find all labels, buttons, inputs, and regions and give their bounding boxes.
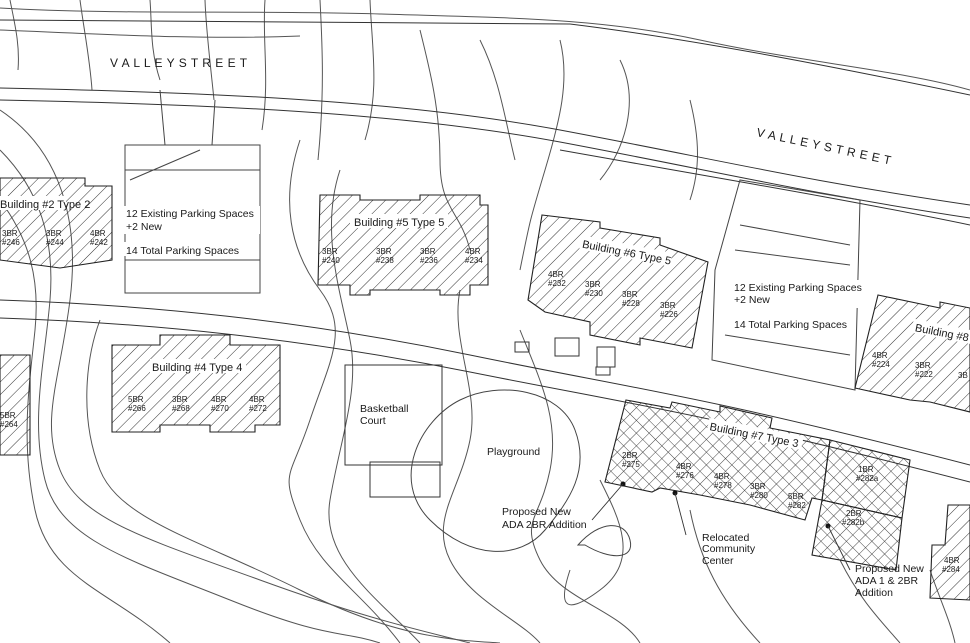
svg-text:#232: #232 [548,279,566,288]
svg-text:#280: #280 [750,491,768,500]
building-4: Building #4 Type 4 5BR #266 3BR #268 4BR… [111,334,281,433]
svg-text:#282b: #282b [842,518,865,527]
svg-text:#278: #278 [714,481,732,490]
building-2: Building #2 Type 2 3BR #246 3BR #244 4BR… [0,177,113,269]
parking-note-right: 12 Existing Parking Spaces +2 New 14 Tot… [732,280,866,331]
svg-text:12 Existing Parking Spaces: 12 Existing Parking Spaces [126,208,254,220]
svg-text:3BR: 3BR [172,395,188,404]
svg-text:#226: #226 [660,310,678,319]
svg-text:#228: #228 [622,299,640,308]
svg-text:5BR: 5BR [788,492,804,501]
svg-text:3BR: 3BR [420,247,436,256]
svg-text:4BR: 4BR [465,247,481,256]
svg-text:4BR: 4BR [872,351,888,360]
building-left-partial: 5BR #264 [0,354,31,456]
building-7: Building #7 Type 3 2BR #275 4BR #276 4BR… [604,399,911,571]
svg-text:#236: #236 [420,256,438,265]
svg-text:Addition: Addition [855,587,893,599]
playground-area [410,389,581,552]
svg-text:4BR: 4BR [249,395,265,404]
svg-text:#282a: #282a [856,474,879,483]
svg-text:3BR: 3BR [660,301,676,310]
callout-ada-1-2br: Proposed New ADA 1 & 2BR Addition [825,523,924,599]
svg-text:4BR: 4BR [676,462,692,471]
svg-text:+2 New: +2 New [734,294,770,306]
svg-text:#222: #222 [915,370,933,379]
street-label-right: V A L L E Y S T R E E T [755,125,893,167]
svg-text:#272: #272 [249,404,267,413]
svg-text:3BR: 3BR [322,247,338,256]
svg-text:#238: #238 [376,256,394,265]
svg-text:#282: #282 [788,501,806,510]
road-lines [0,19,970,483]
playground-label: Playground [487,446,540,458]
svg-text:4BR: 4BR [211,395,227,404]
building-5: Building #5 Type 5 3BR #240 3BR #238 3BR… [317,194,489,296]
svg-text:#230: #230 [585,289,603,298]
svg-text:3BR: 3BR [915,361,931,370]
svg-text:#246: #246 [2,238,20,247]
svg-text:#264: #264 [0,420,18,429]
svg-text:#266: #266 [128,404,146,413]
svg-text:#270: #270 [211,404,229,413]
parking-note-left: 12 Existing Parking Spaces +2 New 14 Tot… [124,206,260,257]
svg-text:3BR: 3BR [585,280,601,289]
svg-text:4BR: 4BR [90,229,106,238]
svg-text:14 Total Parking Spaces: 14 Total Parking Spaces [734,319,847,331]
small-structures [514,337,616,376]
building-4-name: Building #4 Type 4 [152,362,242,374]
building-right-partial: 4BR #284 [929,504,970,601]
building-8: Building #8 4BR #224 3BR #222 3B [854,294,970,413]
svg-text:5BR: 5BR [128,395,144,404]
svg-text:3BR: 3BR [2,229,18,238]
svg-text:#242: #242 [90,238,108,247]
basketball-court [344,364,443,466]
svg-text:Proposed New: Proposed New [502,506,571,518]
svg-text:ADA 2BR Addition: ADA 2BR Addition [502,519,587,531]
svg-text:3BR: 3BR [750,482,766,491]
svg-text:Community: Community [702,543,756,555]
svg-text:4BR: 4BR [944,556,960,565]
svg-text:3BR: 3BR [46,229,62,238]
svg-text:Proposed New: Proposed New [855,563,924,575]
svg-text:#244: #244 [46,238,64,247]
basketball-label-2: Court [360,415,386,427]
svg-text:3BR: 3BR [622,290,638,299]
callout-ada-2br: Proposed New ADA 2BR Addition [502,481,632,557]
svg-text:4BR: 4BR [714,472,730,481]
building-5-name: Building #5 Type 5 [354,217,444,229]
svg-text:#268: #268 [172,404,190,413]
basketball-court-inner [369,461,441,498]
svg-text:2BR: 2BR [846,509,862,518]
building-2-name: Building #2 Type 2 [0,199,90,211]
callout-community-center: Relocated Community Center [672,490,756,567]
svg-text:3BR: 3BR [376,247,392,256]
svg-text:#284: #284 [942,565,960,574]
svg-text:#224: #224 [872,360,890,369]
svg-text:14 Total Parking Spaces: 14 Total Parking Spaces [126,245,239,257]
svg-text:Center: Center [702,555,734,567]
street-label-left: V A L L E Y S T R E E T [110,56,248,70]
svg-text:#276: #276 [676,471,694,480]
basketball-label-1: Basketball [360,403,408,415]
svg-text:5BR: 5BR [0,411,16,420]
svg-text:4BR: 4BR [548,270,564,279]
building-6: Building #6 Type 5 4BR #232 3BR #230 3BR… [527,214,709,349]
svg-text:#275: #275 [622,460,640,469]
svg-text:3B: 3B [958,371,968,380]
svg-text:ADA 1 & 2BR: ADA 1 & 2BR [855,575,918,587]
svg-text:#240: #240 [322,256,340,265]
svg-text:Relocated: Relocated [702,532,749,544]
svg-text:12 Existing Parking Spaces: 12 Existing Parking Spaces [734,282,862,294]
svg-text:+2 New: +2 New [126,221,162,233]
parking-lot-left [124,89,261,294]
svg-text:1BR: 1BR [858,465,874,474]
svg-text:2BR: 2BR [622,451,638,460]
svg-text:#234: #234 [465,256,483,265]
